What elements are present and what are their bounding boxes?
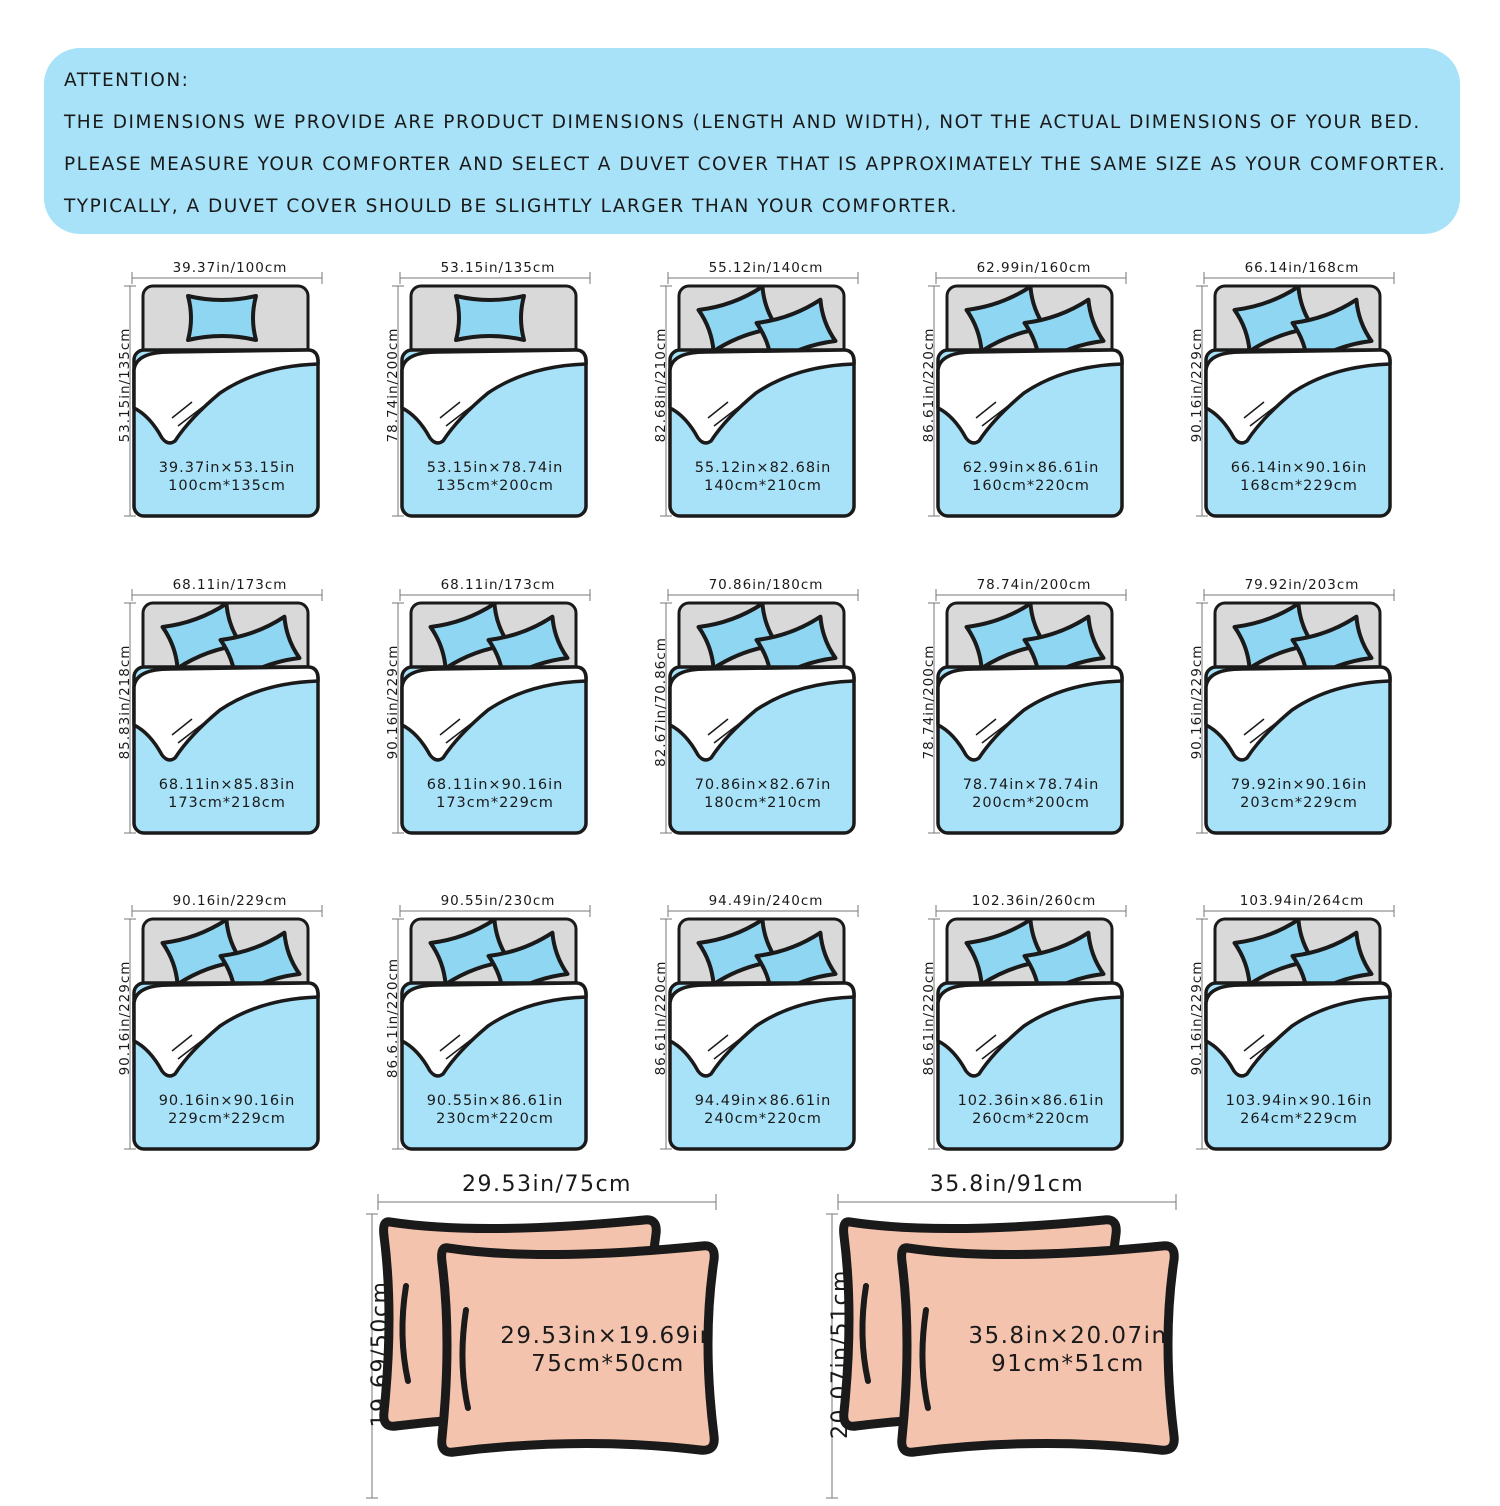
size-inches: 39.37in×53.15in <box>158 460 296 476</box>
size-card: 90.55in/230cm 86.6.1in/220cm 90.55in×86.… <box>378 891 618 1161</box>
size-inches: 78.74in×78.74in <box>962 777 1100 793</box>
width-label: 78.74in/200cm <box>976 577 1092 593</box>
size-card: 66.14in/168cm 90.16in/229cm 66.14in×90.1… <box>1182 258 1422 528</box>
size-centimeters: 260cm*220cm <box>972 1111 1090 1127</box>
size-card: 79.92in/203cm 90.16in/229cm 79.92in×90.1… <box>1182 575 1422 845</box>
size-card: 62.99in/160cm 86.61in/220cm 62.99in×86.6… <box>914 258 1154 528</box>
size-centimeters: 173cm*218cm <box>168 795 286 811</box>
width-label: 79.92in/203cm <box>1244 577 1360 593</box>
height-label: 86.61in/220cm <box>653 960 669 1076</box>
size-card: 70.86in/180cm 82.67in/70.86cm 70.86in×82… <box>646 575 886 845</box>
size-card: 102.36in/260cm 86.61in/220cm 102.36in×86… <box>914 891 1154 1161</box>
height-label: 86.6.1in/220cm <box>385 957 401 1079</box>
attention-notice: ATTENTION: THE DIMENSIONS WE PROVIDE ARE… <box>44 48 1460 234</box>
width-label: 90.55in/230cm <box>440 893 556 909</box>
width-label: 53.15in/135cm <box>440 260 556 276</box>
size-centimeters: 240cm*220cm <box>704 1111 822 1127</box>
height-label: 86.61in/220cm <box>921 327 937 443</box>
width-label: 90.16in/229cm <box>172 893 288 909</box>
size-centimeters: 180cm*210cm <box>704 795 822 811</box>
size-centimeters: 264cm*229cm <box>1240 1111 1358 1127</box>
width-label: 94.49in/240cm <box>708 893 824 909</box>
height-label: 85.83in/218cm <box>117 644 133 760</box>
size-inches: 94.49in×86.61in <box>694 1093 832 1109</box>
size-inches: 62.99in×86.61in <box>962 460 1100 476</box>
width-label: 68.11in/173cm <box>440 577 556 593</box>
size-inches: 103.94in×90.16in <box>1225 1093 1373 1109</box>
size-inches: 90.16in×90.16in <box>158 1093 296 1109</box>
pillowcase-inches: 29.53in×19.69in <box>500 1323 716 1349</box>
size-inches: 79.92in×90.16in <box>1230 777 1368 793</box>
pillowcase-height-label: 19.69/50cm <box>368 1280 393 1428</box>
pillowcase-width-label: 29.53in/75cm <box>462 1172 632 1197</box>
size-inches: 68.11in×85.83in <box>158 777 296 793</box>
size-centimeters: 135cm*200cm <box>436 478 554 494</box>
notice-title: ATTENTION: <box>64 70 190 91</box>
width-label: 62.99in/160cm <box>976 260 1092 276</box>
pillowcase-inches: 35.8in×20.07in <box>968 1323 1168 1349</box>
pillowcase-card: 35.8in/91cm 20.07in/51cm 35.8in×20.07in … <box>826 1172 1258 1506</box>
pillowcase-width-label: 35.8in/91cm <box>929 1172 1085 1197</box>
size-inches: 90.55in×86.61in <box>426 1093 564 1109</box>
size-centimeters: 100cm*135cm <box>168 478 286 494</box>
width-label: 103.94in/264cm <box>1239 893 1365 909</box>
size-card: 90.16in/229cm 90.16in/229cm 90.16in×90.1… <box>110 891 350 1161</box>
width-label: 39.37in/100cm <box>172 260 288 276</box>
size-centimeters: 229cm*229cm <box>168 1111 286 1127</box>
height-label: 78.74in/200cm <box>385 327 401 443</box>
size-centimeters: 173cm*229cm <box>436 795 554 811</box>
size-card: 78.74in/200cm 78.74in/200cm 78.74in×78.7… <box>914 575 1154 845</box>
width-label: 55.12in/140cm <box>708 260 824 276</box>
size-inches: 55.12in×82.68in <box>694 460 832 476</box>
height-label: 90.16in/229cm <box>1189 960 1205 1076</box>
width-label: 68.11in/173cm <box>172 577 288 593</box>
height-label: 90.16in/229cm <box>1189 327 1205 443</box>
size-centimeters: 140cm*210cm <box>704 478 822 494</box>
pillowcase-card: 29.53in/75cm 19.69/50cm 29.53in×19.69in … <box>366 1172 798 1506</box>
size-inches: 102.36in×86.61in <box>957 1093 1105 1109</box>
size-card: 68.11in/173cm 85.83in/218cm 68.11in×85.8… <box>110 575 350 845</box>
size-centimeters: 230cm*220cm <box>436 1111 554 1127</box>
height-label: 82.67in/70.86cm <box>653 637 669 767</box>
size-card: 103.94in/264cm 90.16in/229cm 103.94in×90… <box>1182 891 1422 1161</box>
size-centimeters: 160cm*220cm <box>972 478 1090 494</box>
size-card: 39.37in/100cm 53.15in/135cm 39.37in×53.1… <box>110 258 350 528</box>
height-label: 53.15in/135cm <box>117 327 133 443</box>
notice-line-3: TYPICALLY, A DUVET COVER SHOULD BE SLIGH… <box>64 196 959 217</box>
height-label: 86.61in/220cm <box>921 960 937 1076</box>
size-card: 55.12in/140cm 82.68in/210cm 55.12in×82.6… <box>646 258 886 528</box>
width-label: 66.14in/168cm <box>1244 260 1360 276</box>
size-centimeters: 200cm*200cm <box>972 795 1090 811</box>
size-inches: 66.14in×90.16in <box>1230 460 1368 476</box>
size-inches: 68.11in×90.16in <box>426 777 564 793</box>
size-card: 94.49in/240cm 86.61in/220cm 94.49in×86.6… <box>646 891 886 1161</box>
notice-line-2: PLEASE MEASURE YOUR COMFORTER AND SELECT… <box>64 154 1447 175</box>
pillowcase-centimeters: 91cm*51cm <box>991 1351 1145 1377</box>
size-centimeters: 168cm*229cm <box>1240 478 1358 494</box>
height-label: 78.74in/200cm <box>921 644 937 760</box>
size-inches: 70.86in×82.67in <box>694 777 832 793</box>
pillowcase-centimeters: 75cm*50cm <box>531 1351 685 1377</box>
height-label: 90.16in/229cm <box>117 960 133 1076</box>
width-label: 102.36in/260cm <box>971 893 1097 909</box>
width-label: 70.86in/180cm <box>708 577 824 593</box>
size-card: 68.11in/173cm 90.16in/229cm 68.11in×90.1… <box>378 575 618 845</box>
size-card: 53.15in/135cm 78.74in/200cm 53.15in×78.7… <box>378 258 618 528</box>
height-label: 90.16in/229cm <box>385 644 401 760</box>
pillowcase-height-label: 20.07in/51cm <box>828 1269 853 1439</box>
height-label: 82.68in/210cm <box>653 327 669 443</box>
notice-line-1: THE DIMENSIONS WE PROVIDE ARE PRODUCT DI… <box>64 112 1421 133</box>
size-inches: 53.15in×78.74in <box>426 460 564 476</box>
size-centimeters: 203cm*229cm <box>1240 795 1358 811</box>
height-label: 90.16in/229cm <box>1189 644 1205 760</box>
